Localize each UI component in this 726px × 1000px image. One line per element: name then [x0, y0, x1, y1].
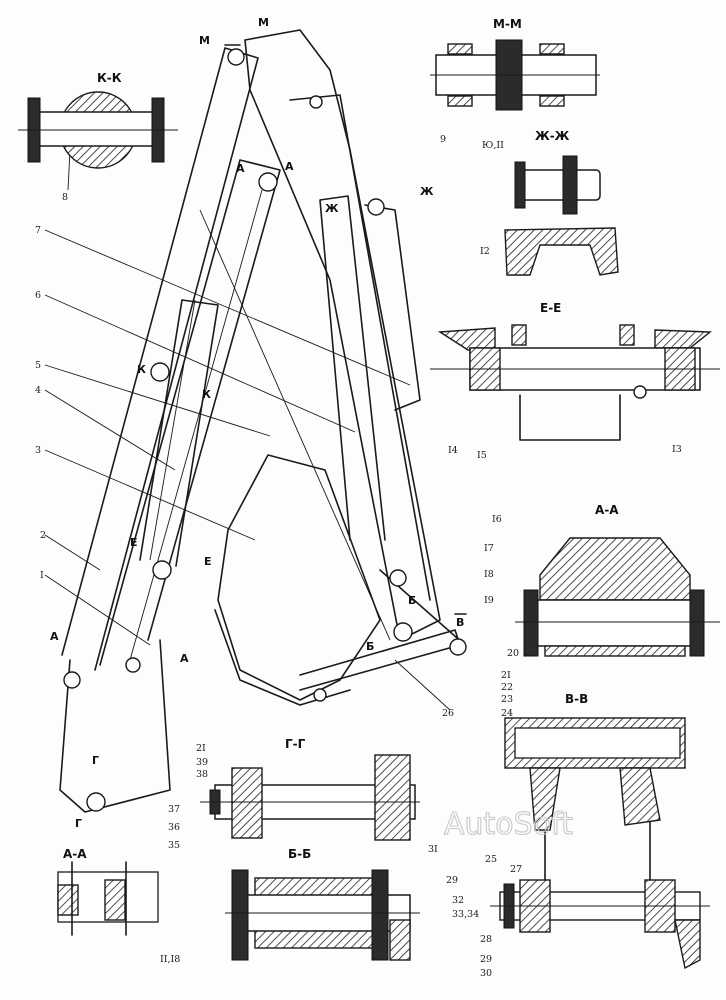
main-boom-view	[59, 29, 467, 813]
section-title-bb: Б-Б	[288, 847, 311, 861]
callout-16: I6	[492, 514, 502, 525]
cut-letter-e2: Е	[204, 555, 212, 568]
callout-28: 28	[480, 934, 492, 945]
cut-letter-k1: К	[137, 363, 146, 376]
callout-36: 36	[168, 822, 180, 833]
section-kk	[18, 91, 178, 169]
callout-13: I3	[672, 444, 682, 455]
section-title-vv: В-В	[565, 692, 588, 706]
callout-7: 7	[35, 225, 41, 236]
callout-23: 23	[501, 694, 513, 705]
callout-11-18: II,I8	[160, 954, 180, 965]
cut-letter-g2: Г	[75, 817, 82, 830]
callout-29-b: 29	[480, 954, 492, 965]
cut-letter-b2: Б	[366, 640, 374, 653]
cut-letter-e1: Е	[130, 536, 138, 549]
section-title-zhzh: Ж-Ж	[535, 129, 570, 143]
callout-6: 6	[35, 290, 41, 301]
cut-letter-m1: М	[199, 34, 210, 47]
callout-10-11: Ю,II	[482, 140, 504, 151]
callout-31: 3I	[428, 844, 438, 855]
section-title-aa-top: А-А	[595, 503, 619, 517]
callout-26: 26	[442, 708, 454, 719]
cut-letter-b1: Б	[408, 594, 416, 607]
callout-3: 3	[35, 445, 41, 456]
callout-17: I7	[484, 543, 494, 554]
watermark-text: AutoSoft	[444, 807, 573, 842]
section-title-kk: К-К	[97, 71, 122, 85]
cut-letter-zh1: Ж	[325, 202, 339, 215]
cut-letter-k2: К	[202, 388, 211, 401]
cut-letter-a1: А	[236, 162, 245, 175]
cut-letter-a3: А	[50, 630, 59, 643]
section-aa-bottom	[57, 861, 159, 936]
section-mm	[430, 39, 600, 111]
section-bb	[225, 869, 420, 961]
section-title-gg: Г-Г	[285, 737, 306, 751]
callout-30: 30	[480, 968, 492, 979]
callout-21-a: 2I	[501, 670, 511, 681]
callout-5: 5	[35, 360, 41, 371]
leader-lines	[44, 149, 451, 711]
cut-letter-a4: А	[180, 652, 189, 665]
callout-24: 24	[501, 708, 513, 719]
cut-letter-a2: А	[285, 160, 294, 173]
cut-letter-v1: В	[456, 616, 464, 629]
callout-32: 32	[452, 895, 464, 906]
section-title-ee: Е-Е	[540, 301, 561, 315]
callout-38: 38	[196, 769, 208, 780]
cut-letter-m2: М	[258, 16, 269, 29]
callout-39: 39	[196, 757, 208, 768]
cut-letter-g1: Г	[92, 754, 99, 767]
section-ee	[430, 324, 720, 441]
callout-12: I2	[480, 246, 490, 257]
callout-18: I8	[484, 569, 494, 580]
callout-1: I	[40, 570, 44, 581]
section-title-aa-bottom: А-А	[63, 847, 87, 861]
callout-22: 22	[501, 682, 513, 693]
cut-letter-zh2: Ж	[420, 185, 434, 198]
section-title-mm: М-М	[493, 17, 522, 31]
callout-33-34: 33,34	[452, 909, 479, 920]
callout-20: 20	[507, 648, 519, 659]
callout-4: 4	[35, 385, 41, 396]
section-vv	[504, 717, 686, 881]
callout-27: 27	[510, 864, 522, 875]
callout-29-a: 29	[446, 875, 458, 886]
section-zhzh	[504, 155, 619, 276]
callout-9: 9	[440, 134, 446, 145]
section-gg	[200, 754, 420, 841]
callout-37: 37	[168, 804, 180, 815]
callout-21-b: 2I	[196, 743, 206, 754]
callout-14: I4	[448, 445, 458, 456]
section-aa-top	[515, 537, 720, 657]
callout-8: 8	[62, 192, 68, 203]
callout-2: 2	[40, 530, 46, 541]
section-bottom-right	[490, 879, 710, 970]
callout-19: I9	[484, 595, 494, 606]
callout-35: 35	[168, 840, 180, 851]
callout-25: 25	[485, 854, 497, 865]
callout-15: I5	[477, 450, 487, 461]
